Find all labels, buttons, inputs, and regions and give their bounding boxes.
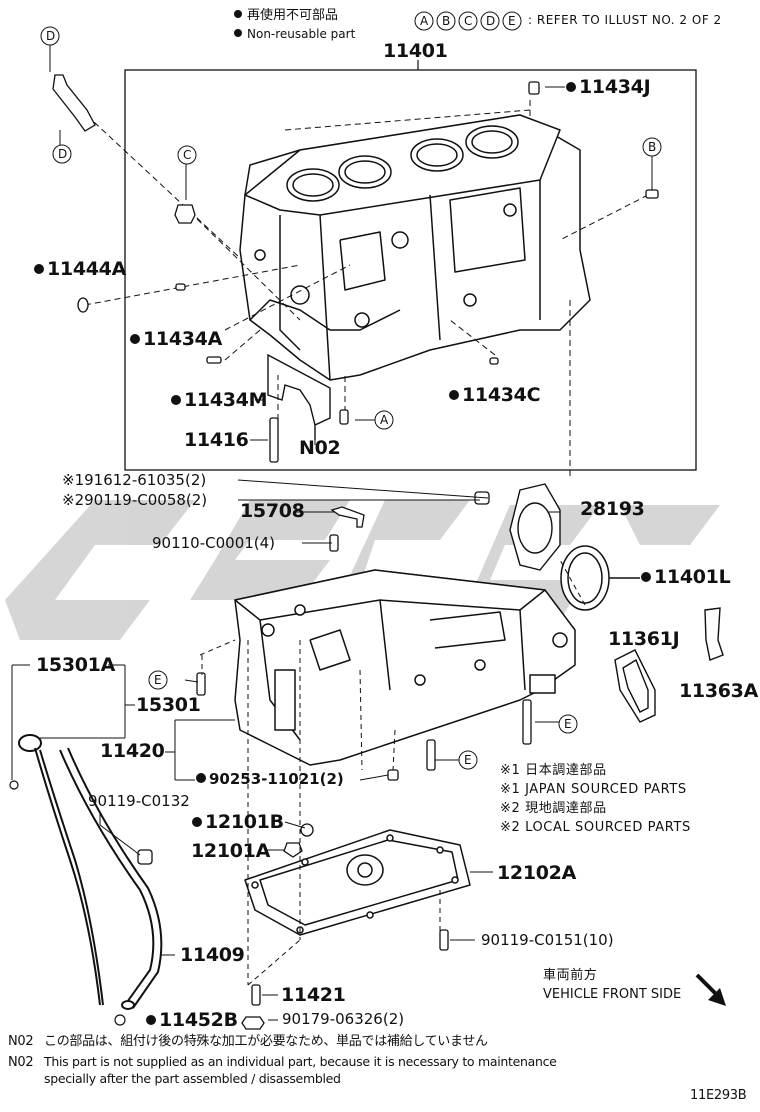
part-11434J[interactable]: 11434J bbox=[566, 78, 651, 97]
header-nonreusable-en: Non-reusable part bbox=[234, 28, 355, 40]
part-11444A[interactable]: 11444A bbox=[34, 260, 126, 279]
part-11401L[interactable]: 11401L bbox=[641, 568, 731, 587]
header-ref-c: C bbox=[464, 14, 473, 28]
header-nonreusable-jp: 再使用不可部品 bbox=[234, 9, 338, 22]
ref-e-left: E bbox=[154, 673, 162, 687]
part-11409[interactable]: 11409 bbox=[180, 944, 245, 966]
part-12101B[interactable]: 12101B bbox=[192, 813, 284, 832]
nonreusable-dot-icon bbox=[171, 395, 181, 405]
part-11420[interactable]: 11420 bbox=[100, 740, 165, 762]
oil-pan-drawing bbox=[244, 829, 471, 936]
part-15708[interactable]: 15708 bbox=[240, 500, 305, 522]
leader-lines-lower bbox=[11, 479, 586, 1021]
nonreusable-dot-icon bbox=[34, 264, 44, 274]
ref-d-bottom: D bbox=[58, 147, 67, 161]
seal-retainer-drawing bbox=[509, 483, 561, 571]
footer-note-en-2: specially after the part assembled / dis… bbox=[44, 1071, 341, 1086]
part-11434C[interactable]: 11434C bbox=[449, 386, 541, 405]
block-frame bbox=[124, 69, 697, 471]
part-91612[interactable]: ※191612-61035(2) bbox=[62, 471, 207, 489]
ref-e-mid: E bbox=[464, 753, 472, 767]
legend-line-2: ※1 JAPAN SOURCED PARTS bbox=[500, 782, 687, 797]
part-15301[interactable]: 15301 bbox=[136, 694, 201, 716]
nonreusable-dot-icon bbox=[234, 29, 242, 37]
cylinder-block-drawing bbox=[239, 114, 591, 381]
bearing-cap-drawing bbox=[267, 353, 331, 440]
small-parts-upper bbox=[52, 74, 659, 463]
footer-code-2: N02 bbox=[8, 1055, 34, 1070]
lower-crankcase-drawing bbox=[234, 569, 576, 766]
footer-note-jp: この部品は、組付け後の特殊な加工が必要なため、単品では補給していません bbox=[44, 1034, 488, 1049]
front-direction-arrow bbox=[695, 973, 726, 1006]
nonreusable-dot-icon bbox=[192, 817, 202, 827]
part-12102A[interactable]: 12102A bbox=[497, 862, 577, 884]
part-N02[interactable]: N02 bbox=[299, 437, 341, 459]
part-11434M[interactable]: 11434M bbox=[171, 391, 268, 410]
ref-b: B bbox=[648, 140, 656, 154]
footer-note-en-1: This part is not supplied as an individu… bbox=[44, 1054, 557, 1069]
gasket-drawings bbox=[614, 607, 724, 723]
nonreusable-dot-icon bbox=[146, 1015, 156, 1025]
part-90253[interactable]: 90253-11021(2) bbox=[196, 772, 344, 787]
ref-d-top: D bbox=[46, 29, 55, 43]
part-11421[interactable]: 11421 bbox=[281, 984, 346, 1006]
leader-lines-upper bbox=[49, 45, 653, 480]
ref-e-right: E bbox=[564, 717, 572, 731]
part-11416[interactable]: 11416 bbox=[184, 429, 249, 451]
header-ref-a: A bbox=[420, 14, 428, 28]
part-11363A[interactable]: 11363A bbox=[679, 680, 759, 702]
header-ref-d: D bbox=[486, 14, 495, 28]
nonreusable-dot-icon bbox=[234, 10, 242, 18]
part-11401[interactable]: 11401 bbox=[383, 40, 448, 62]
part-90110[interactable]: 90110-C0001(4) bbox=[152, 534, 276, 552]
part-28193[interactable]: 28193 bbox=[580, 498, 645, 520]
header-ref-b: B bbox=[442, 14, 450, 28]
front-direction-en: VEHICLE FRONT SIDE bbox=[543, 987, 682, 1002]
ref-c: C bbox=[183, 148, 192, 162]
legend-line-3: ※2 現地調達部品 bbox=[500, 801, 607, 816]
part-90179[interactable]: 90179-06326(2) bbox=[282, 1010, 405, 1028]
part-11452B[interactable]: 11452B bbox=[146, 1011, 238, 1030]
part-15301A[interactable]: 15301A bbox=[36, 654, 116, 676]
header-ref-e: E bbox=[508, 14, 516, 28]
nonreusable-dot-icon bbox=[641, 572, 651, 582]
nonreusable-dot-icon bbox=[566, 82, 576, 92]
footer-code-1: N02 bbox=[8, 1034, 34, 1049]
part-11434A[interactable]: 11434A bbox=[130, 330, 222, 349]
dipstick-drawing bbox=[9, 734, 163, 1026]
ref-a: A bbox=[380, 413, 388, 427]
front-direction-jp: 車両前方 bbox=[543, 968, 598, 983]
legend-line-1: ※1 日本調達部品 bbox=[500, 763, 607, 778]
header-refer-text: : REFER TO ILLUST NO. 2 OF 2 bbox=[528, 13, 722, 27]
part-12101A[interactable]: 12101A bbox=[191, 840, 271, 862]
oil-seal-drawing bbox=[560, 545, 640, 611]
reference-circles bbox=[40, 11, 662, 770]
part-90119-C0058[interactable]: ※290119-C0058(2) bbox=[62, 491, 208, 509]
part-90119-C0151[interactable]: 90119-C0151(10) bbox=[481, 931, 614, 949]
nonreusable-dot-icon bbox=[449, 390, 459, 400]
illustration-code: 11E293B bbox=[690, 1088, 747, 1103]
legend-line-4: ※2 LOCAL SOURCED PARTS bbox=[500, 820, 691, 835]
part-90119-C0132[interactable]: 90119-C0132 bbox=[88, 792, 190, 810]
nonreusable-dot-icon bbox=[196, 773, 206, 783]
nonreusable-dot-icon bbox=[130, 334, 140, 344]
part-11361J[interactable]: 11361J bbox=[608, 628, 680, 650]
bolts-lower bbox=[137, 491, 532, 1030]
